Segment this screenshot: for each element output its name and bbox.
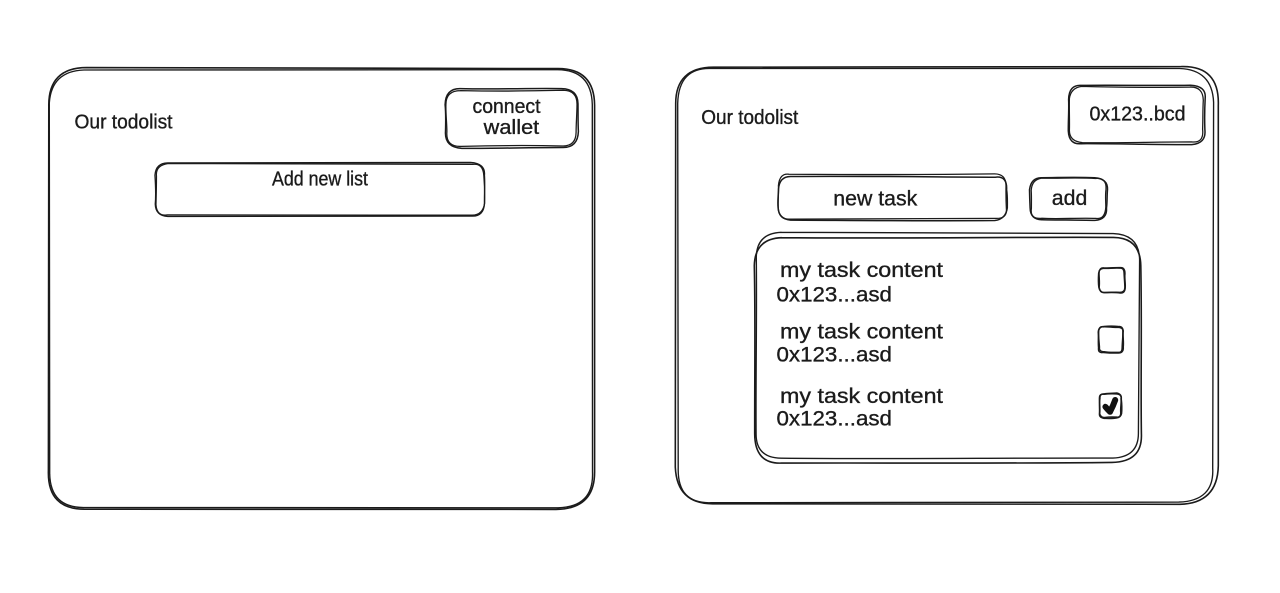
svg-text:my task content: my task content (780, 259, 943, 282)
svg-text:0x123...asd: 0x123...asd (777, 284, 893, 307)
svg-text:connect: connect (473, 96, 541, 118)
svg-text:add: add (1052, 187, 1088, 210)
svg-text:my task content: my task content (780, 385, 943, 408)
svg-text:0x123..bcd: 0x123..bcd (1090, 104, 1186, 126)
svg-text:new task: new task (833, 188, 918, 211)
svg-text:wallet: wallet (483, 117, 540, 139)
svg-text:0x123...asd: 0x123...asd (777, 344, 893, 367)
svg-text:Our todolist: Our todolist (75, 112, 173, 134)
svg-text:0x123...asd: 0x123...asd (777, 408, 893, 431)
svg-text:Our todolist: Our todolist (701, 107, 798, 129)
svg-text:Add new list: Add new list (272, 169, 368, 191)
svg-text:my task content: my task content (780, 321, 943, 344)
